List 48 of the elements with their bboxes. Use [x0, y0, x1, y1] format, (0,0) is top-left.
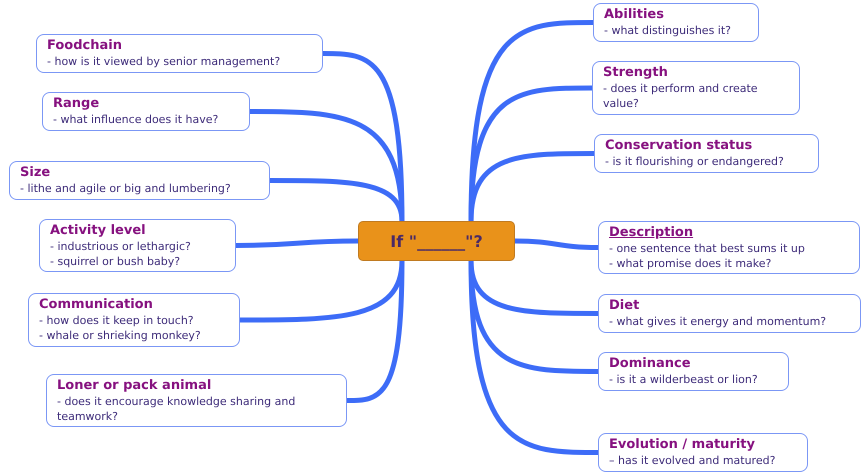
topic-box	[598, 433, 808, 472]
topic-box	[598, 352, 789, 391]
topic-note: - what distinguishes it?	[604, 23, 732, 38]
topic-box	[36, 34, 323, 73]
topic-heading: Loner or pack animal	[57, 378, 212, 394]
topic-note: - does it encourage knowledge sharing and teamwork?	[57, 394, 296, 424]
topic-box	[598, 221, 860, 274]
topic-note: - what gives it energy and momentum?	[609, 314, 828, 329]
topic-heading: Evolution / maturity	[609, 437, 756, 453]
topic-link: Description	[609, 224, 694, 240]
topic-heading: Activity level	[50, 222, 147, 238]
branch-line	[512, 238, 600, 250]
topic-heading: Range	[53, 96, 100, 112]
topic-heading: Foodchain	[47, 38, 123, 54]
topic-box	[598, 294, 861, 333]
topic-heading: Strength	[603, 65, 669, 81]
topic-box	[593, 3, 759, 42]
topic-box	[28, 293, 240, 347]
topic-note: - is it a wilderbeast or lion?	[609, 372, 759, 387]
topic-box	[39, 219, 236, 272]
topic-heading: Communication	[39, 297, 154, 313]
topic-box	[46, 374, 347, 427]
branch-line	[344, 258, 404, 403]
topic-note: - whale or shrieking monkey?	[39, 328, 202, 343]
topic-heading: Abilities	[604, 7, 665, 23]
topic-note: - lithe and agile or big and lumbering?	[20, 181, 232, 196]
topic-note: - how is it viewed by senior management?	[47, 54, 282, 69]
topic-note: - industrious or lethargic?	[50, 238, 192, 254]
topic-note: - how does it keep in touch?	[39, 313, 195, 328]
central-topic-box	[358, 221, 515, 261]
topic-note: - one sentence that best sums it up	[609, 240, 806, 256]
topic-heading: Size	[20, 165, 52, 181]
topic-note: - is it flourishing or endangered?	[605, 154, 785, 169]
topic-box	[594, 134, 819, 173]
topic-box	[9, 161, 270, 200]
topic-box	[42, 92, 250, 131]
topic-note: – has it evolved and matured?	[609, 453, 776, 468]
topic-heading: Diet	[609, 298, 640, 314]
topic-note: - what promise does it make?	[609, 256, 772, 270]
central-topic-text: If "______"?	[390, 232, 483, 250]
topic-heading: Dominance	[609, 356, 692, 372]
topic-note: - squirrel or bush baby?	[50, 254, 182, 268]
topic-box	[592, 61, 800, 115]
topic-note: - does it perform and create value?	[603, 81, 759, 111]
branch-line	[234, 238, 360, 248]
topic-heading: Conservation status	[605, 138, 754, 154]
branch-line	[468, 258, 600, 455]
topic-note: - what influence does it have?	[53, 112, 220, 127]
